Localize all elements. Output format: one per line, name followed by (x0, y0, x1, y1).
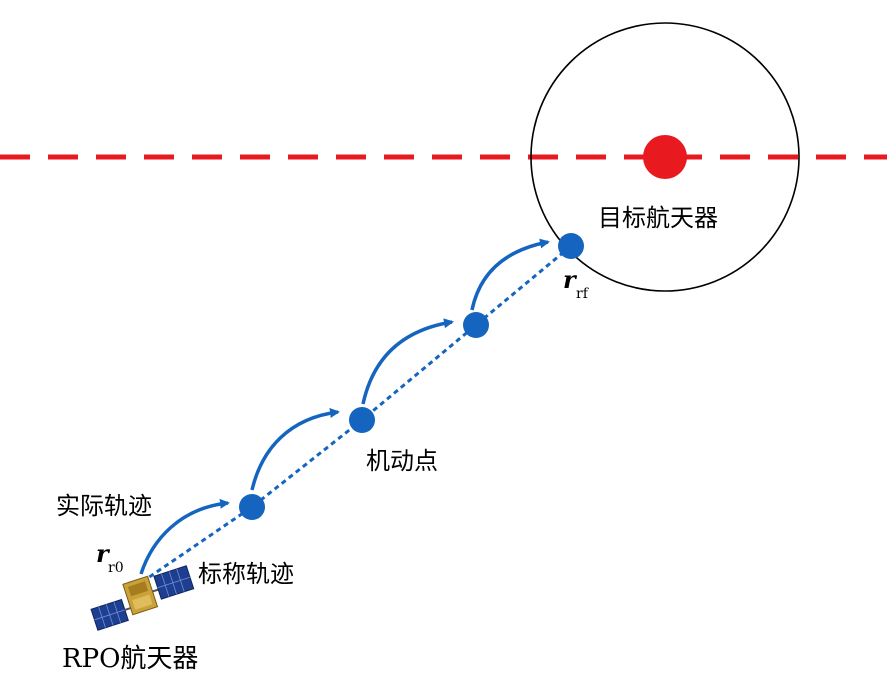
satellite-icon (90, 565, 195, 631)
target-spacecraft-label: 目标航天器 (598, 204, 718, 232)
nominal-trajectory-label: 标称轨迹 (198, 560, 294, 588)
maneuver-node-2 (349, 407, 375, 433)
maneuver-node-1 (239, 494, 265, 520)
satellite-left-panel (90, 598, 129, 631)
satellite-right-panel (153, 565, 195, 600)
target-spacecraft-dot (643, 135, 687, 179)
rpo-spacecraft-label: RPO航天器 (62, 644, 198, 674)
actual-trajectory-arc-4 (470, 238, 550, 311)
actual-trajectory-label: 实际轨迹 (56, 492, 152, 520)
r0-subscript: r0 (108, 560, 124, 576)
target-keep-out-circle (530, 22, 800, 292)
r0-symbol: r (96, 539, 111, 568)
rf-subscript: rf (576, 286, 590, 302)
actual-trajectory-arc-2 (250, 408, 340, 491)
maneuver-node-3 (463, 312, 489, 338)
maneuver-point-label: 机动点 (366, 447, 438, 475)
maneuver-node-final (558, 233, 584, 259)
actual-trajectory-arc-1 (139, 498, 230, 575)
rf-symbol: r (563, 265, 578, 294)
actual-trajectory-arc-3 (361, 318, 454, 405)
